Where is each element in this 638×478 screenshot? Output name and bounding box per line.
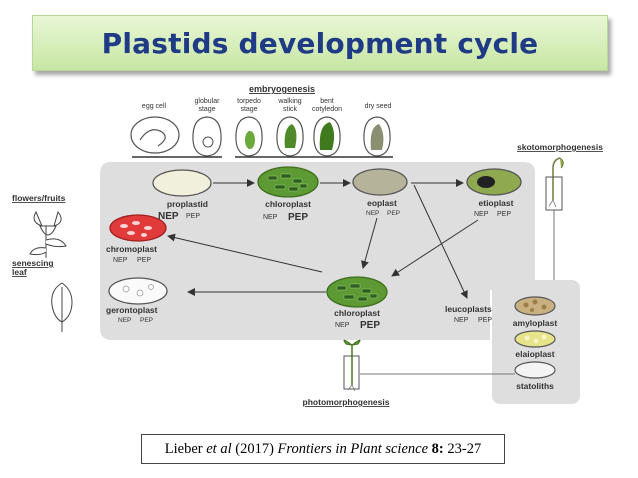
chromoplast-label: chromoplast: [106, 244, 157, 254]
main-panel: [100, 162, 535, 340]
walking-stick-icon: [276, 116, 304, 157]
leucoplasts-pep: PEP: [478, 317, 492, 324]
etioplast-label: etioplast: [479, 198, 514, 208]
chloroplast-mid-nep: NEP: [335, 322, 350, 329]
proplastid-node: proplastid NEP PEP: [152, 169, 212, 222]
dry-seed-icon: [363, 116, 391, 157]
etiolated-seedling-icon: [545, 157, 564, 211]
citation-pages: 23-27: [447, 440, 482, 457]
citation-volume: 8:: [431, 440, 444, 457]
senescing-leaf-icon: [51, 282, 73, 332]
embryogenesis-header: embryogenesis: [249, 84, 315, 94]
amyloplast-node: amyloplast: [513, 296, 558, 328]
citation-etal: et al: [206, 440, 232, 457]
flower-icon: [29, 210, 67, 258]
leucoplasts-label: leucoplasts: [445, 304, 492, 314]
chloroplast-mid-pep: PEP: [360, 320, 380, 331]
eoplast-pep: PEP: [387, 210, 400, 217]
elaioplast-node: elaioplast: [514, 330, 556, 359]
arrow-eoplast-leucoplast: [413, 184, 468, 299]
leucoplasts-nep: NEP: [454, 317, 469, 324]
bent-cotyledon-icon: [313, 116, 341, 157]
stage-torpedo-label: torpedo: [237, 98, 261, 105]
citation-year: (2017): [235, 440, 274, 457]
plastid-cycle-diagram: embryogenesis egg cell globular stage to…: [12, 84, 603, 407]
etioplast-nep: NEP: [474, 211, 489, 218]
globular-stage-icon: [192, 116, 222, 157]
stage-bent-label-2: cotyledon: [312, 106, 342, 113]
proplastid-pep: PEP: [186, 213, 200, 220]
stage-torpedo-label-2: stage: [240, 106, 257, 113]
title-banner: Plastids development cycle: [32, 15, 608, 71]
egg-cell-icon: [130, 116, 180, 154]
photomorphogenesis-label: photomorphogenesis: [303, 397, 390, 407]
gerontoplast-label: gerontoplast: [106, 305, 158, 315]
chloroplast-mid-node: chloroplast NEP PEP: [326, 276, 388, 331]
torpedo-stage-icon: [235, 116, 263, 157]
chloroplast-top-label: chloroplast: [265, 199, 311, 209]
gerontoplast-node: gerontoplast NEP PEP: [106, 277, 168, 324]
chloroplast-top-nep: NEP: [263, 214, 278, 221]
stage-egg-cell-label: egg cell: [142, 103, 167, 110]
flowers-fruits-label: flowers/fruits: [12, 193, 66, 203]
proplastid-nep: NEP: [158, 211, 179, 222]
chromoplast-node: chromoplast NEP PEP: [106, 214, 167, 264]
citation-authors: Lieber: [164, 440, 203, 457]
etioplast-pep: PEP: [497, 211, 511, 218]
arrow-chloroplast-chromoplast: [167, 233, 323, 273]
stage-globular-label-2: stage: [198, 106, 215, 113]
amyloplast-label: amyloplast: [513, 318, 558, 328]
skotomorphogenesis-label: skotomorphogenesis: [517, 142, 603, 152]
gerontoplast-pep: PEP: [140, 317, 153, 324]
elaioplast-label: elaioplast: [515, 349, 554, 359]
chloroplast-top-node: chloroplast NEP PEP: [257, 166, 319, 223]
etioplast-node: etioplast NEP PEP: [466, 168, 522, 218]
stage-dry-seed-label: dry seed: [365, 103, 392, 110]
eoplast-nep: NEP: [366, 210, 379, 217]
eoplast-node: eoplast NEP PEP: [352, 168, 408, 217]
senescing-leaf-label: senescing: [12, 258, 54, 268]
citation-journal: Frontiers in Plant science: [277, 440, 429, 457]
proplastid-label: proplastid: [167, 199, 208, 209]
chloroplast-mid-label: chloroplast: [334, 308, 380, 318]
chromoplast-nep: NEP: [113, 257, 128, 264]
eoplast-label: eoplast: [367, 198, 397, 208]
statoliths-label: statoliths: [516, 381, 554, 391]
stage-walking-label: walking: [277, 98, 301, 105]
statoliths-node: statoliths: [514, 361, 556, 391]
senescing-leaf-label-2: leaf: [12, 267, 27, 277]
stage-globular-label: globular: [195, 98, 221, 105]
green-seedling-icon: [343, 339, 361, 392]
citation-box: Lieber et al (2017) Frontiers in Plant s…: [141, 434, 505, 464]
stage-walking-label-2: stick: [283, 106, 298, 113]
chloroplast-top-pep: PEP: [288, 212, 308, 223]
gerontoplast-nep: NEP: [118, 317, 131, 324]
arrow-eoplast-chloroplast: [361, 217, 378, 269]
chromoplast-pep: PEP: [137, 257, 151, 264]
stage-bent-label: bent: [320, 98, 334, 105]
page-title: Plastids development cycle: [101, 26, 539, 60]
arrow-etioplast-chloroplast: [391, 219, 479, 277]
